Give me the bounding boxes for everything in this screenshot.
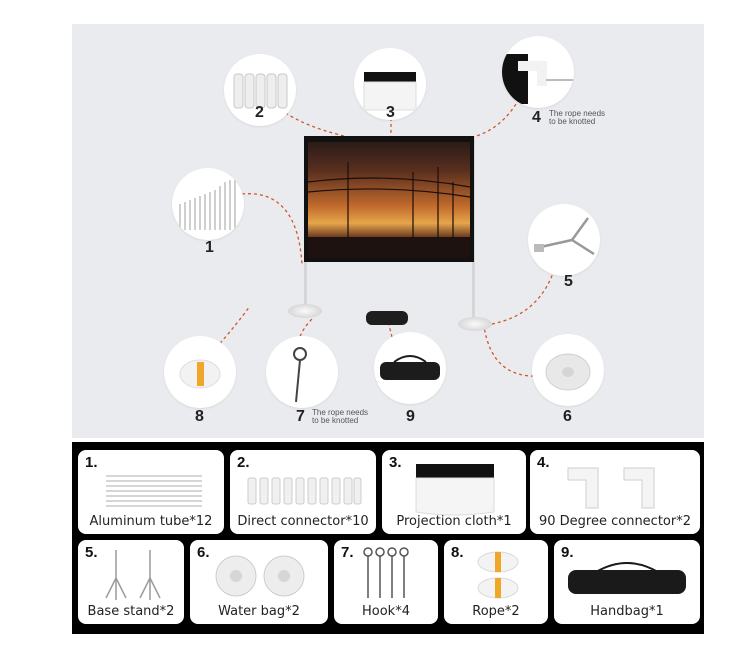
part-number: 4. <box>537 454 550 471</box>
part-card-water-bag: 6. Water bag*2 <box>190 540 328 624</box>
part-label: Handbag*1 <box>590 604 664 619</box>
part-card-hook: 7. Hook*4 <box>334 540 438 624</box>
aluminum-tube-icon <box>106 475 202 507</box>
part-number: 6. <box>197 544 210 561</box>
part-label: Projection cloth*1 <box>396 514 512 529</box>
part-card-base-stand: 5. Base stand*2 <box>78 540 184 624</box>
part-label: 90 Degree connector*2 <box>538 514 691 529</box>
callout-number-9: 9 <box>406 408 415 425</box>
callout-handbag-circle <box>374 332 446 404</box>
callout-hook-circle <box>266 336 338 408</box>
callout-waterbag-circle <box>532 334 604 406</box>
part-label: Water bag*2 <box>218 604 300 619</box>
part-number: 1. <box>85 454 98 471</box>
callout-rope-circle <box>164 336 236 408</box>
callout-number-5: 5 <box>564 273 573 290</box>
projection-screen <box>304 136 474 262</box>
direct-connector-icon <box>247 477 362 505</box>
part-number: 5. <box>85 544 98 561</box>
part-label: Direct connector*10 <box>237 514 369 529</box>
part-label: Base stand*2 <box>87 604 175 619</box>
callout-number-3: 3 <box>386 104 395 121</box>
right-base-stand <box>458 317 492 331</box>
part-card-projection-cloth: 3. Projection cloth*1 <box>382 450 526 534</box>
base-stand-icon <box>105 550 161 600</box>
callout-number-4: 4 <box>532 109 541 126</box>
handbag-icon <box>568 562 686 594</box>
rope-icon <box>477 551 519 599</box>
callout-elbow-circle <box>502 36 574 108</box>
callout-tubes-circle <box>172 168 244 240</box>
part-number: 9. <box>561 544 574 561</box>
part-number: 2. <box>237 454 250 471</box>
callout-cloth-circle <box>354 48 426 120</box>
callout-stand-circle <box>528 204 600 276</box>
part-label: Aluminum tube*12 <box>89 514 213 529</box>
projection-cloth-icon <box>415 464 495 516</box>
part-card-aluminum-tube: 1. Aluminum tube*12 <box>78 450 224 534</box>
part-number: 7. <box>341 544 354 561</box>
callout-number-8: 8 <box>195 408 204 425</box>
part-card-handbag: 9. Handbag*1 <box>554 540 700 624</box>
callout-connectors-circle <box>224 54 296 126</box>
water-bag-icon <box>215 555 305 597</box>
callout-number-6: 6 <box>563 408 572 425</box>
handbag-small <box>366 311 408 325</box>
power-line-silhouette <box>308 162 470 258</box>
callout-number-7: 7 <box>296 408 305 425</box>
part-label: Rope*2 <box>472 604 520 619</box>
part-label: Hook*4 <box>362 604 410 619</box>
elbow-connector-icon <box>567 467 655 509</box>
part-card-rope: 8. Rope*2 <box>444 540 548 624</box>
part-number: 3. <box>389 454 402 471</box>
part-card-90-degree-connector: 4. 90 Degree connector*2 <box>530 450 700 534</box>
part-card-direct-connector: 2. Direct connector*10 <box>230 450 376 534</box>
callout-number-2: 2 <box>255 104 264 121</box>
sunset-rail-image <box>308 142 470 258</box>
part-number: 8. <box>451 544 464 561</box>
hook-icon <box>363 547 409 598</box>
callout-number-1: 1 <box>205 239 214 256</box>
left-base-stand <box>288 304 322 318</box>
parts-list-panel: 1. Aluminum tube*12 2. Direct connector*… <box>72 442 704 634</box>
